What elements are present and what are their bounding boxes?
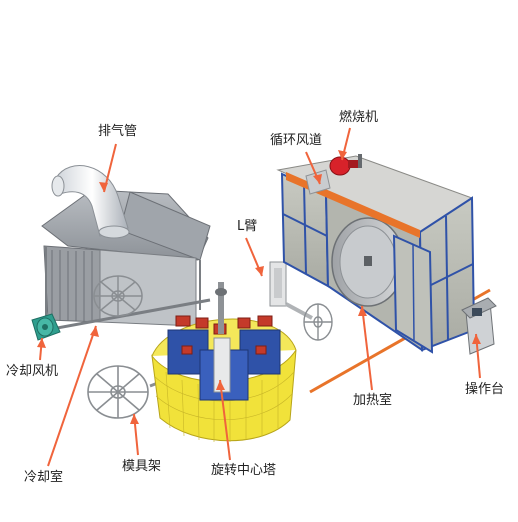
label-rotating-center-tower: 旋转中心塔 bbox=[211, 463, 277, 478]
cooling-fan bbox=[31, 313, 61, 341]
l-arm bbox=[269, 261, 333, 341]
recirculation-duct bbox=[305, 169, 331, 195]
label-mold-rack: 模具架 bbox=[122, 459, 162, 474]
mold-rack-wheel-upper bbox=[93, 275, 143, 317]
label-cooling-fan: 冷却风机 bbox=[6, 364, 59, 379]
label-l-arm: L臂 bbox=[237, 219, 258, 234]
operator-console bbox=[461, 297, 497, 355]
label-exhaust-pipe: 排气管 bbox=[98, 124, 138, 139]
rotating-center-tower bbox=[151, 282, 297, 442]
label-heating-chamber: 加热室 bbox=[353, 393, 393, 408]
label-cooling-chamber: 冷却室 bbox=[24, 470, 64, 485]
exhaust-pipe bbox=[51, 165, 130, 239]
label-burner: 燃烧机 bbox=[339, 110, 379, 125]
cooling-chamber bbox=[39, 189, 211, 336]
label-recirculation-duct: 循环风道 bbox=[270, 133, 323, 148]
burner bbox=[329, 154, 362, 176]
annotation-arrowheads bbox=[37, 150, 481, 424]
label-operator-console: 操作台 bbox=[465, 382, 505, 397]
